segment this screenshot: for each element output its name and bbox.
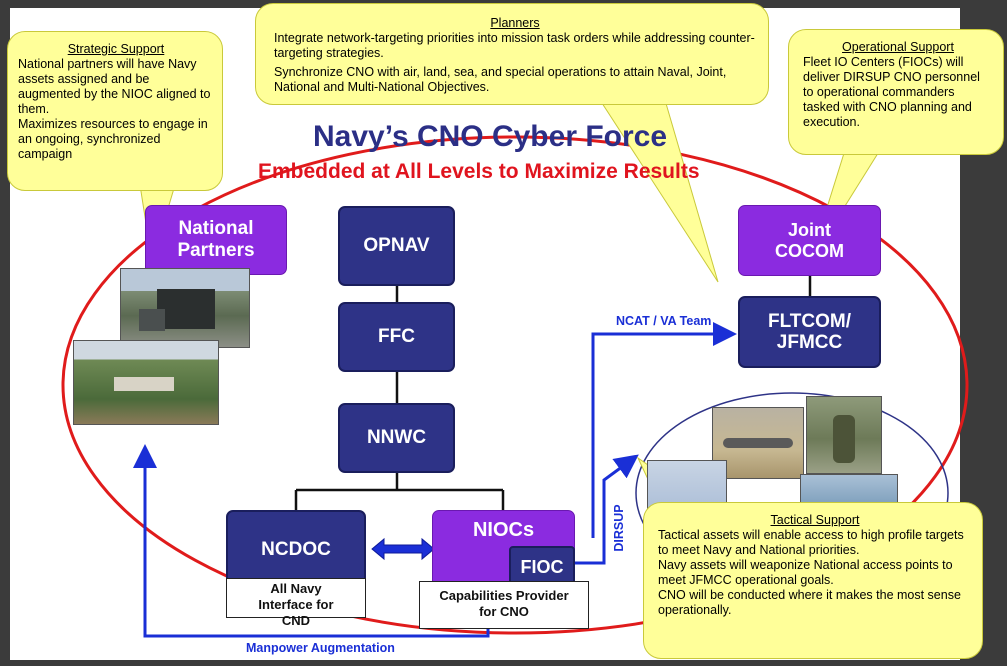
- page-subtitle: Embedded at All Levels to Maximize Resul…: [258, 160, 700, 183]
- manpower-label: Manpower Augmentation: [246, 641, 395, 655]
- planners-text-2: Synchronize CNO with air, land, sea, and…: [274, 65, 727, 94]
- ncdoc-niocs-arrow: [371, 537, 435, 561]
- tactical-text-3: CNO will be conducted where it makes the…: [658, 588, 961, 617]
- tactical-heading: Tactical Support: [770, 513, 860, 527]
- aircraft-desert-photo: [712, 407, 804, 479]
- node-opnav: OPNAV: [338, 206, 455, 286]
- operational-heading: Operational Support: [842, 40, 954, 54]
- node-ffc: FFC: [338, 302, 455, 372]
- ncat-arrow: [591, 322, 737, 538]
- red-ellipse: [61, 135, 969, 635]
- callout-tactical-support: Tactical Support Tactical assets will en…: [643, 502, 983, 659]
- niocs-label: NIOCs: [472, 519, 535, 541]
- strategic-heading: Strategic Support: [67, 42, 165, 56]
- tactical-text-2: Navy assets will weaponize National acce…: [658, 558, 953, 587]
- ncdoc-caption: All Navy Interface for CND: [226, 578, 366, 628]
- operational-text-1: Fleet IO Centers (FIOCs) will deliver DI…: [803, 55, 980, 129]
- dirsup-label: DIRSUP: [612, 504, 626, 552]
- tactical-text-1: Tactical assets will enable access to hi…: [658, 528, 964, 557]
- nsa-building-photo: [120, 268, 250, 348]
- soldier-photo: [806, 396, 882, 474]
- node-nnwc: NNWC: [338, 403, 455, 473]
- strategic-text-1: National partners will have Navy assets …: [18, 57, 211, 116]
- strategic-text-2: Maximizes resources to engage in an ongo…: [18, 117, 208, 161]
- node-national-partners: National Partners: [145, 205, 287, 275]
- callout-planners: Planners Integrate network-targeting pri…: [255, 3, 769, 105]
- node-joint-cocom: Joint COCOM: [738, 205, 881, 276]
- node-fltcom-jfmcc: FLTCOM/ JFMCC: [738, 296, 881, 368]
- dirsup-arrow: [565, 454, 639, 565]
- niocs-caption: Capabilities Provider for CNO: [419, 581, 589, 629]
- callout-operational-support: Operational Support Fleet IO Centers (FI…: [788, 29, 1004, 155]
- callout-strategic-support: Strategic Support National partners will…: [7, 31, 223, 191]
- hillside-facility-photo: [73, 340, 219, 425]
- planners-text-1: Integrate network-targeting priorities i…: [274, 31, 755, 60]
- ncat-label: NCAT / VA Team: [616, 314, 712, 328]
- page-title: Navy’s CNO Cyber Force: [313, 120, 668, 153]
- planners-heading: Planners: [490, 16, 540, 30]
- node-ncdoc: NCDOC: [226, 510, 366, 590]
